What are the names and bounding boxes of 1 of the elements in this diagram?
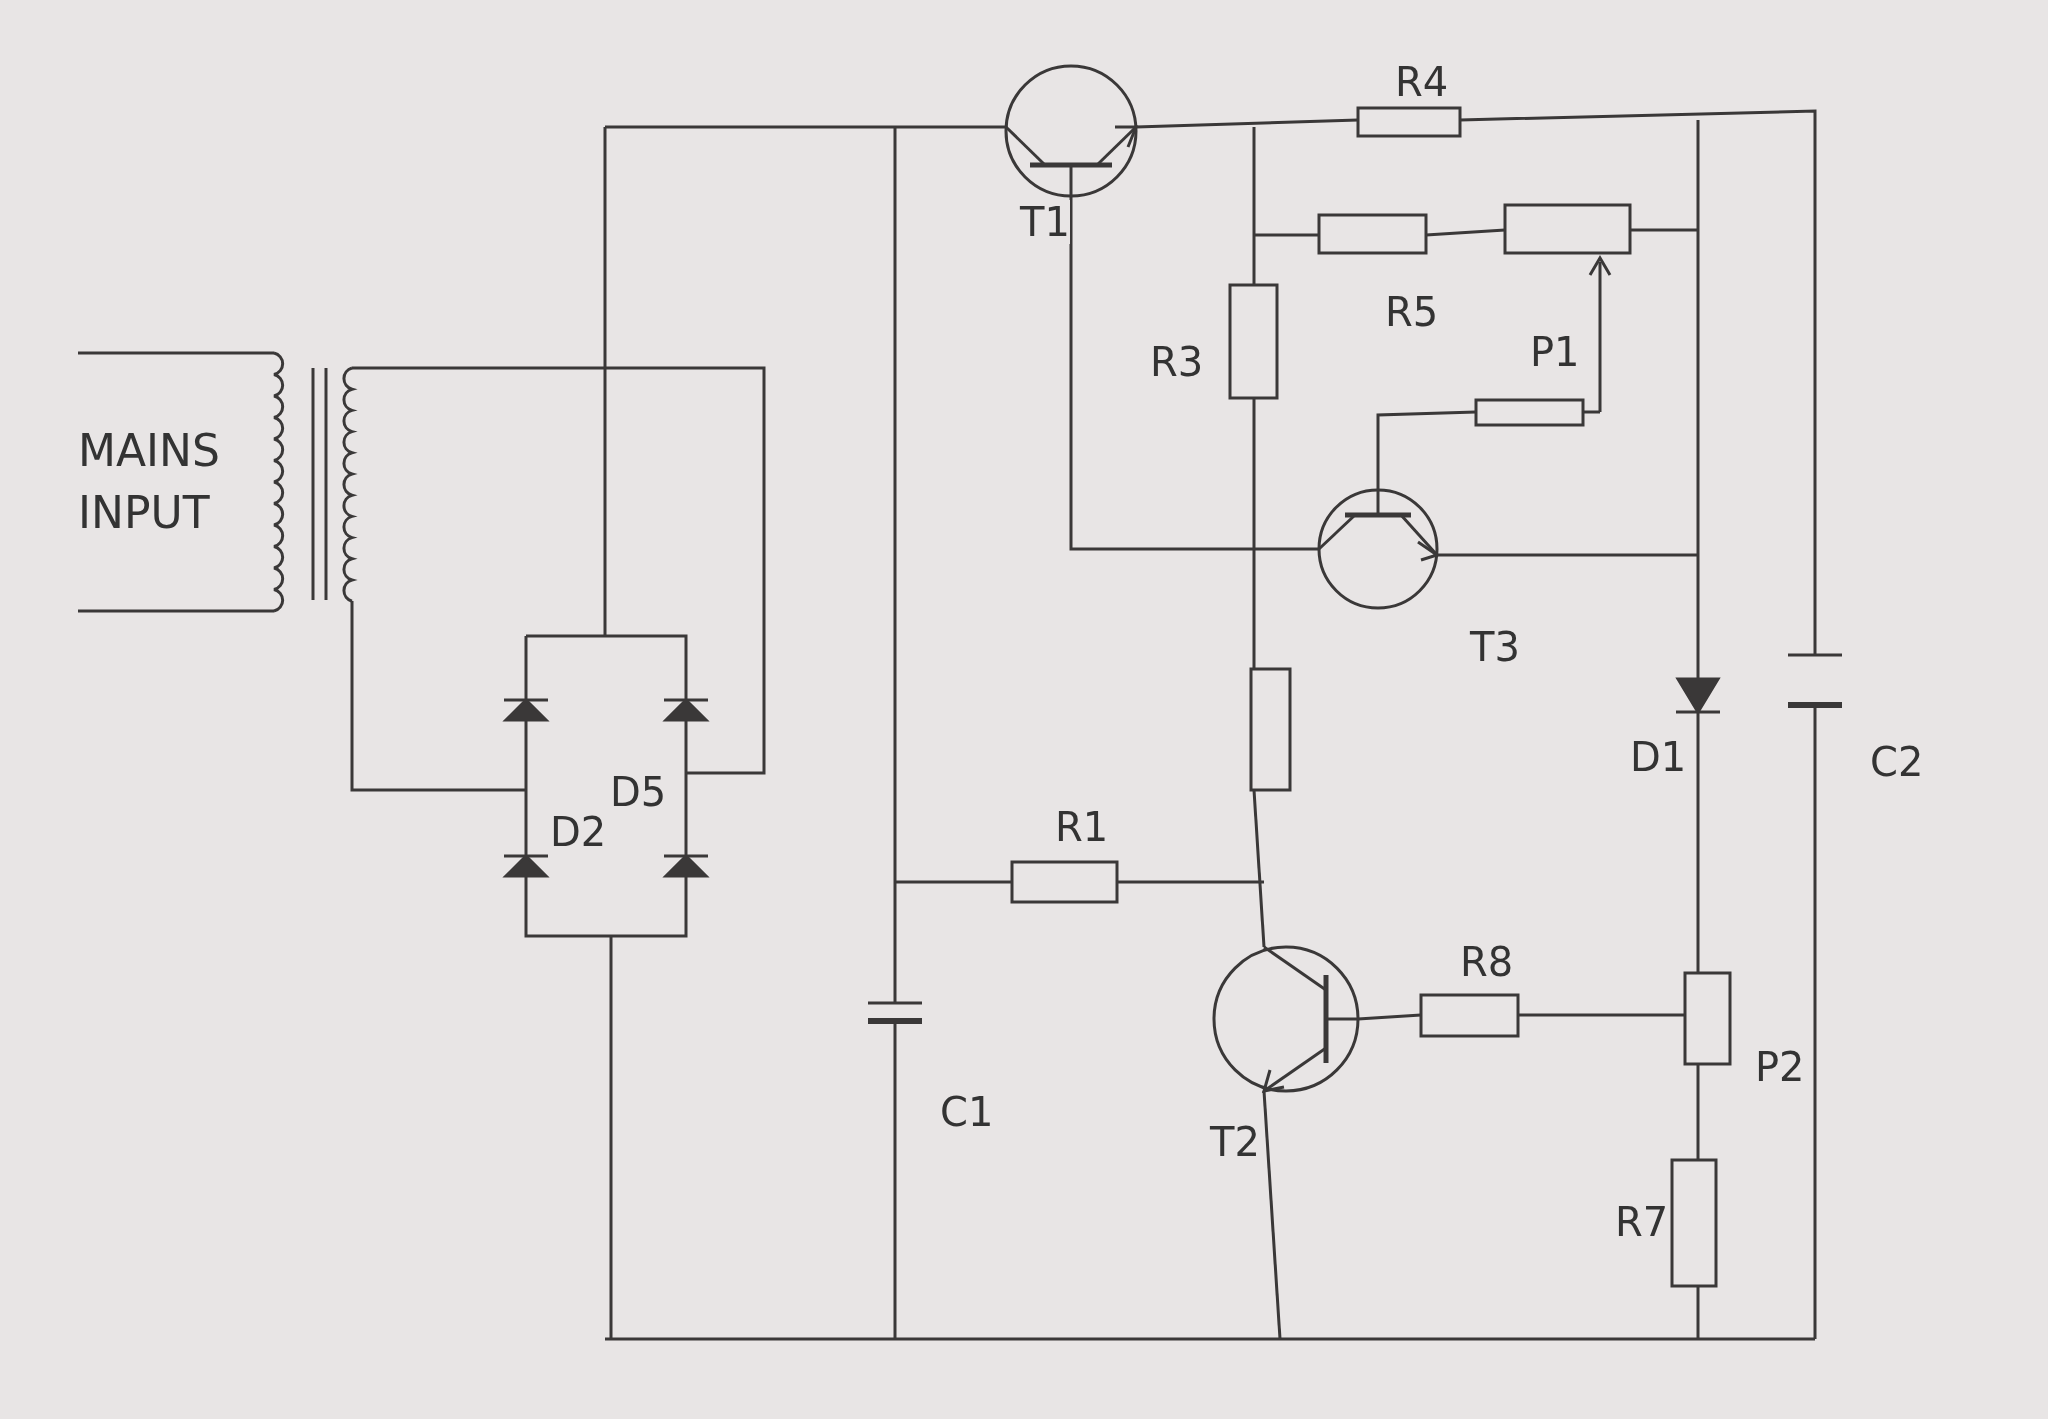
component-label: T1 — [1020, 200, 1070, 244]
